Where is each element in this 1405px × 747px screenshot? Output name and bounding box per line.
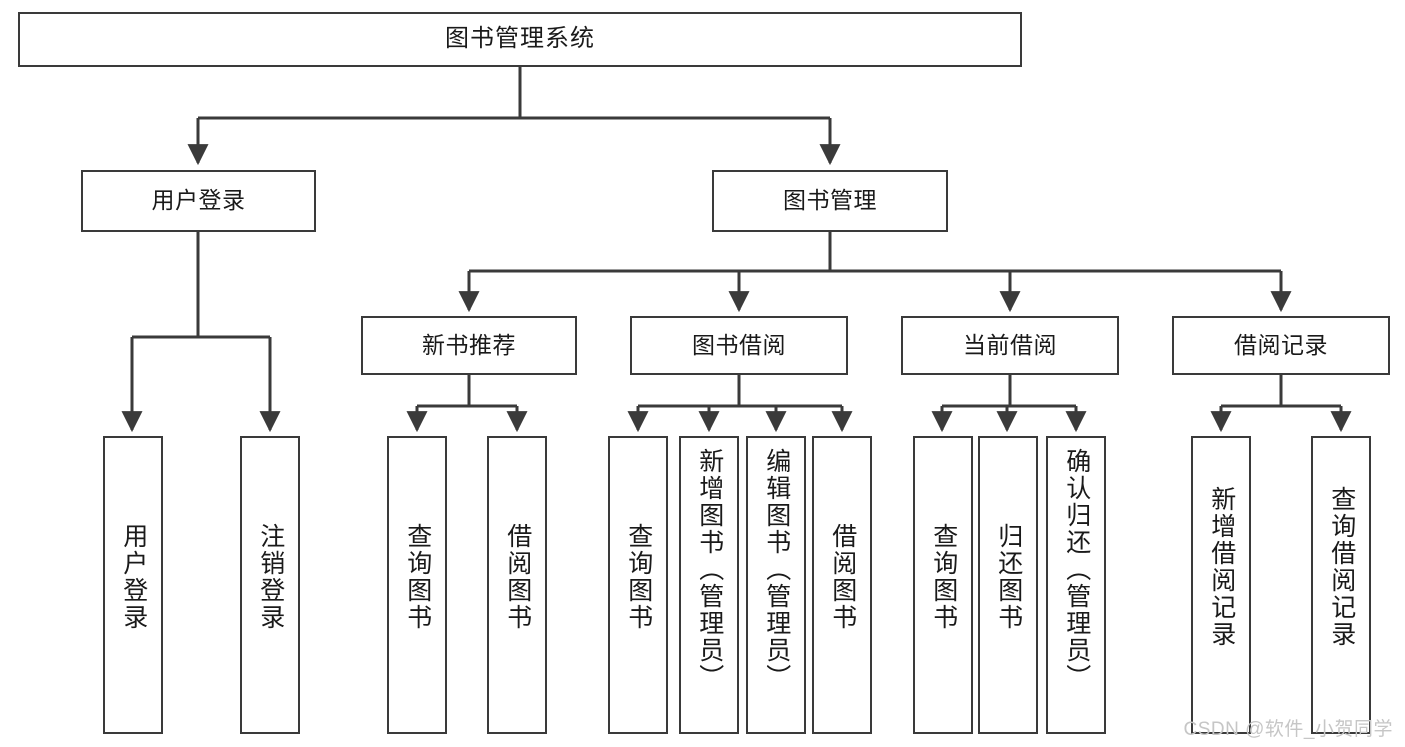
- node-leaf-logout-label: 注销登录: [256, 523, 285, 631]
- node-leaf-borrow-book-2[interactable]: 借阅图书: [812, 436, 872, 734]
- node-leaf-return-book[interactable]: 归还图书: [978, 436, 1038, 734]
- node-leaf-borrow-book-2-label: 借阅图书: [828, 523, 857, 631]
- node-leaf-confirm-return-label: 确认归还（管理员）: [1062, 448, 1091, 691]
- node-leaf-add-book-label: 新增图书（管理员）: [695, 448, 724, 691]
- node-current-borrow[interactable]: 当前借阅: [901, 316, 1119, 375]
- node-current-borrow-label: 当前借阅: [963, 331, 1057, 358]
- node-leaf-borrow-book-1[interactable]: 借阅图书: [487, 436, 547, 734]
- node-leaf-borrow-book-1-label: 借阅图书: [503, 523, 532, 631]
- node-leaf-query-book-2[interactable]: 查询图书: [608, 436, 668, 734]
- node-user-login-label: 用户登录: [151, 187, 246, 214]
- node-new-book-rec-label: 新书推荐: [422, 331, 516, 358]
- node-leaf-query-book-2-label: 查询图书: [624, 523, 653, 631]
- node-leaf-query-book-1[interactable]: 查询图书: [387, 436, 447, 734]
- node-user-login[interactable]: 用户登录: [81, 170, 316, 232]
- node-borrow-record[interactable]: 借阅记录: [1172, 316, 1390, 375]
- node-leaf-query-record[interactable]: 查询借阅记录: [1311, 436, 1371, 734]
- node-leaf-confirm-return[interactable]: 确认归还（管理员）: [1046, 436, 1106, 734]
- node-leaf-return-book-label: 归还图书: [994, 523, 1023, 631]
- node-leaf-logout[interactable]: 注销登录: [240, 436, 300, 734]
- watermark: CSDN @软件_小贺同学: [1183, 719, 1393, 740]
- node-book-manage[interactable]: 图书管理: [712, 170, 948, 232]
- node-leaf-add-record[interactable]: 新增借阅记录: [1191, 436, 1251, 734]
- node-borrow-record-label: 借阅记录: [1234, 331, 1328, 358]
- node-leaf-query-book-3-label: 查询图书: [929, 523, 958, 631]
- node-leaf-query-book-3[interactable]: 查询图书: [913, 436, 973, 734]
- node-leaf-user-login[interactable]: 用户登录: [103, 436, 163, 734]
- node-leaf-add-record-label: 新增借阅记录: [1207, 486, 1236, 648]
- node-leaf-edit-book-label: 编辑图书（管理员）: [762, 448, 791, 691]
- node-book-borrow[interactable]: 图书借阅: [630, 316, 848, 375]
- node-book-manage-label: 图书管理: [783, 187, 877, 214]
- node-leaf-edit-book[interactable]: 编辑图书（管理员）: [746, 436, 806, 734]
- node-root-label: 图书管理系统: [445, 25, 595, 53]
- node-leaf-query-record-label: 查询借阅记录: [1327, 486, 1356, 648]
- node-book-borrow-label: 图书借阅: [692, 331, 786, 358]
- node-leaf-query-book-1-label: 查询图书: [403, 523, 432, 631]
- node-leaf-user-login-label: 用户登录: [119, 523, 148, 631]
- node-root[interactable]: 图书管理系统: [18, 12, 1022, 67]
- node-leaf-add-book[interactable]: 新增图书（管理员）: [679, 436, 739, 734]
- node-new-book-rec[interactable]: 新书推荐: [361, 316, 577, 375]
